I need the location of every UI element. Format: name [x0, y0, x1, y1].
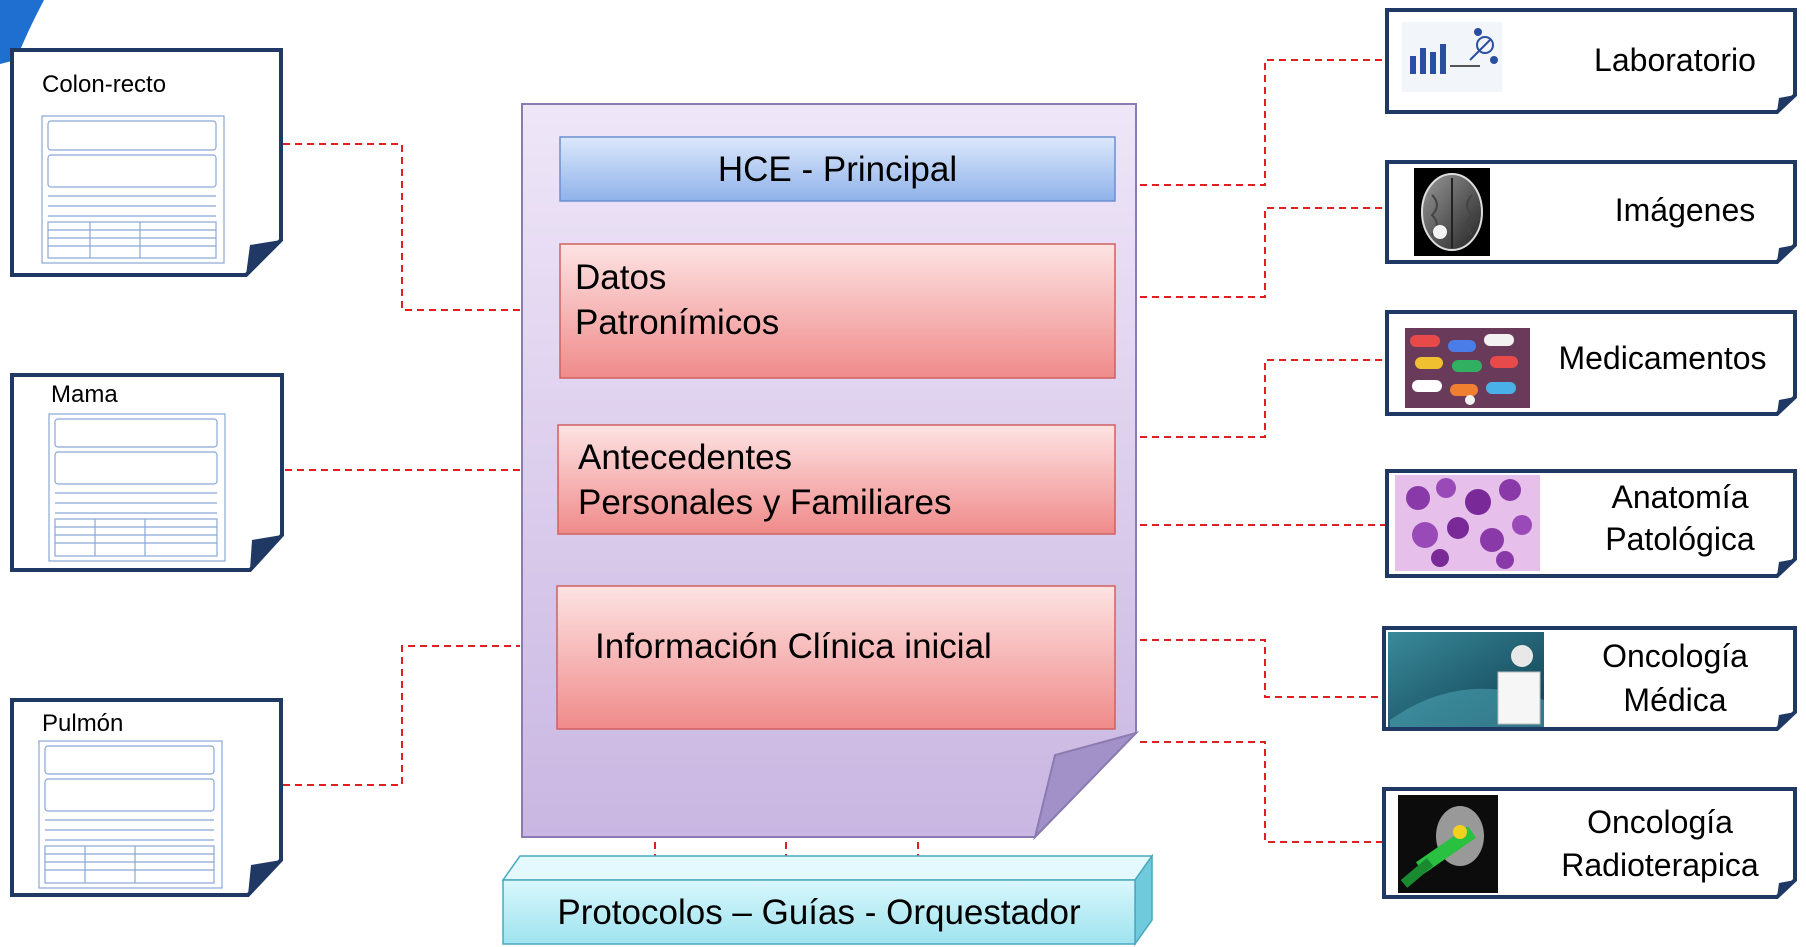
section-box-datos — [559, 243, 1116, 379]
module-label-imagenes: Imágenes — [1614, 192, 1756, 228]
doc-colon-recto — [10, 48, 283, 277]
section-datos-line2: Patronímicos — [575, 303, 780, 342]
cells-icon — [1395, 475, 1540, 571]
section-informacion-line1: Información Clínica inicial — [595, 627, 992, 666]
base-top — [501, 855, 1154, 881]
connector-imagenes — [1140, 207, 1385, 298]
module-label-oncologia-medica-line1: Oncología — [1602, 638, 1748, 674]
module-label-radioterapica-line2: Radioterapica — [1561, 847, 1759, 883]
section-datos-line1: Datos — [575, 258, 667, 297]
module-label-anatomia-line2: Patológica — [1605, 521, 1755, 557]
section-antecedentes-line1: Antecedentes — [578, 438, 793, 477]
base-label: Protocolos – Guías - Orquestador — [557, 893, 1081, 932]
doc-title-pulmon: Pulmón — [42, 710, 124, 737]
base-front — [502, 879, 1136, 945]
hce-page-fold — [1033, 731, 1140, 841]
doc-fold — [248, 860, 281, 895]
section-antecedentes-line2: Personales y Familiares — [578, 483, 952, 522]
connector-pulmon — [247, 645, 520, 786]
connector-colon — [247, 143, 520, 311]
doc-mama — [10, 373, 284, 572]
doc-fold — [246, 240, 281, 275]
oncology-icon — [1388, 632, 1544, 727]
form-thumbnail — [48, 413, 226, 562]
connectors — [247, 59, 1385, 880]
module-folds — [1777, 95, 1795, 897]
hce-document — [521, 103, 1140, 841]
hce-header-title: HCE - Principal — [717, 150, 958, 189]
connector-oncologia-medica — [1140, 639, 1385, 698]
doc-title-mama: Mama — [51, 381, 118, 408]
doc-pulmon — [10, 698, 283, 897]
doc-fold — [250, 535, 282, 570]
section-box-antecedentes — [557, 424, 1116, 535]
module-label-laboratorio: Laboratorio — [1594, 42, 1756, 78]
hce-header-box — [559, 136, 1116, 202]
base-slab — [501, 853, 1154, 947]
lab-icon — [1402, 22, 1502, 92]
module-label-anatomia-line1: Anatomía — [1611, 479, 1749, 515]
form-thumbnail — [41, 115, 225, 264]
module-label-radioterapica-line1: Oncología — [1587, 804, 1733, 840]
connector-medicamentos — [1140, 359, 1385, 438]
module-label-medicamentos: Medicamentos — [1558, 340, 1767, 376]
form-thumbnail — [38, 740, 223, 889]
radiotherapy-icon — [1398, 795, 1498, 893]
brain-scan-icon — [1414, 168, 1490, 256]
module-label-oncologia-medica-line2: Médica — [1623, 682, 1727, 718]
section-box-informacion — [556, 585, 1116, 730]
connector-radioterapica — [1140, 741, 1385, 843]
connector-laboratorio — [1140, 59, 1385, 186]
module-frames — [1382, 8, 1797, 899]
doc-title-colon-recto: Colon-recto — [42, 71, 167, 98]
pills-icon — [1405, 328, 1530, 408]
